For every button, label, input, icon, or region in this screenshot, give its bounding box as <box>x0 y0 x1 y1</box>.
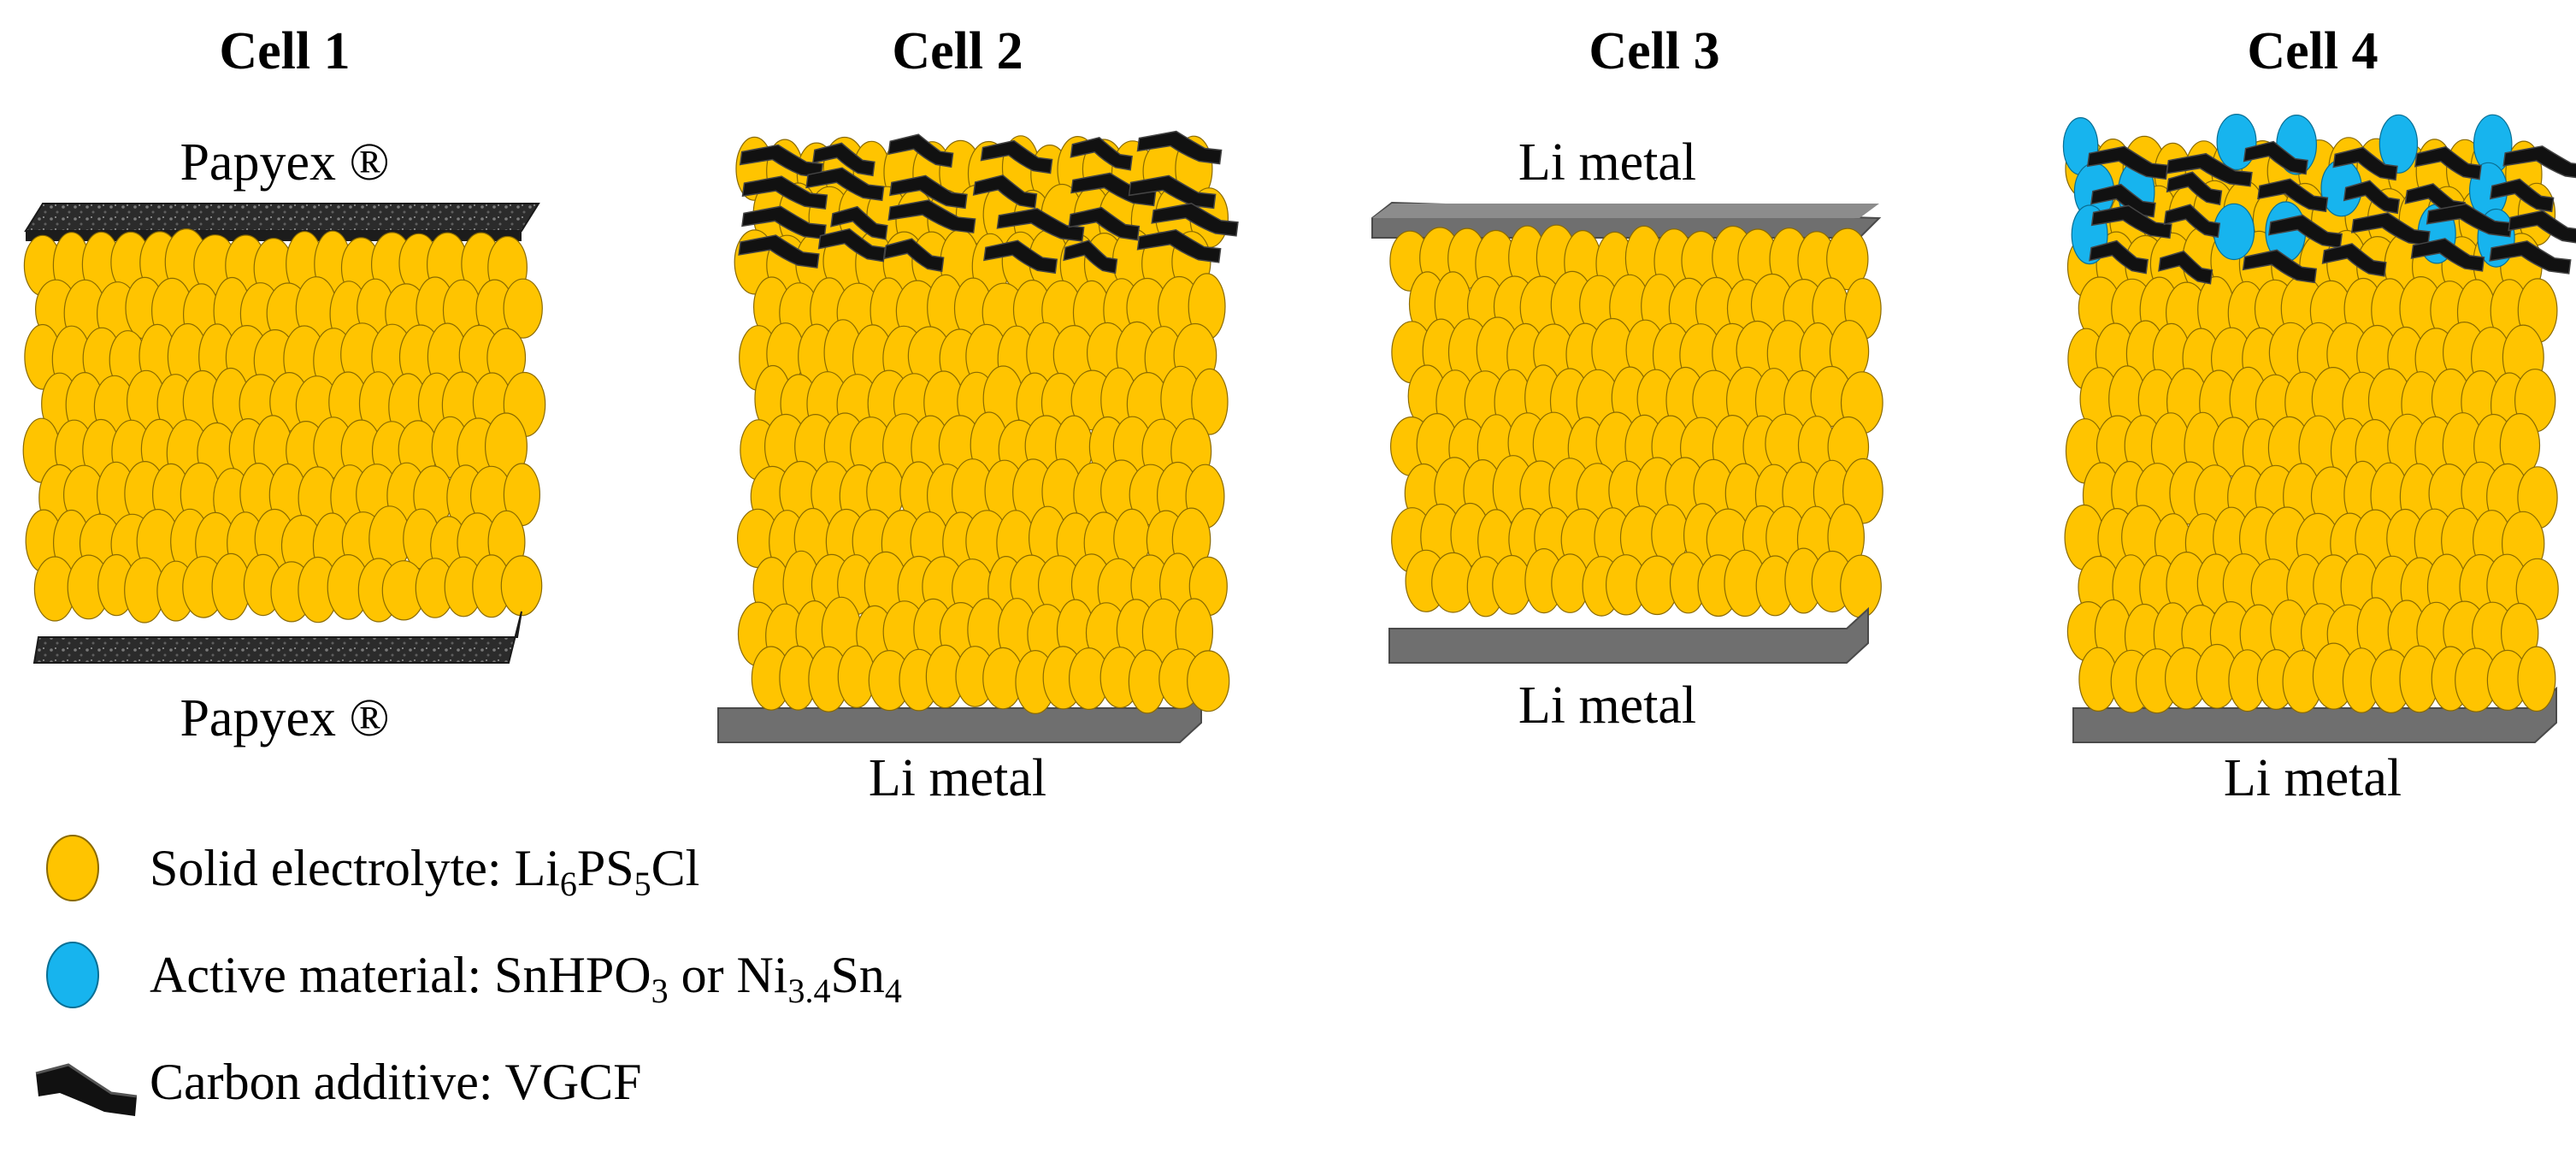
carbon-fiber <box>1070 136 1133 171</box>
legend-active-material-text: Active material: SnHPO3 or Ni3.4Sn4 <box>150 947 902 1010</box>
carbon-fiber <box>2343 180 2401 215</box>
electrolyte-particle-icon <box>46 835 99 901</box>
cell-4-bottom-li-metal-layer <box>2072 686 2557 743</box>
cell-2-title: Cell 2 <box>892 22 1023 80</box>
carbon-fiber <box>2502 145 2576 179</box>
carbon-fiber <box>1151 203 1239 237</box>
carbon-fiber <box>741 175 828 210</box>
carbon-fiber <box>817 227 887 263</box>
carbon-fiber <box>2158 250 2213 285</box>
active-material-particle <box>2379 114 2419 174</box>
cell-2-bottom-label: Li metal <box>869 749 1046 807</box>
electrolyte-particle <box>500 555 543 617</box>
carbon-fiber <box>980 139 1053 174</box>
electrolyte-particle <box>1826 227 1869 291</box>
carbon-fiber <box>883 238 945 273</box>
carbon-fiber <box>2414 145 2482 180</box>
carbon-fiber <box>2089 239 2149 275</box>
cell-4: Cell 4 Li metal <box>2062 22 2576 807</box>
carbon-fiber <box>983 239 1058 275</box>
cell-3: Cell 3 Li metal Li metal <box>1371 22 1883 735</box>
carbon-fiber <box>738 234 820 269</box>
carbon-fiber <box>2426 203 2513 238</box>
cell-3-electrolyte-layer <box>1389 224 1883 618</box>
carbon-fiber <box>2321 243 2387 277</box>
carbon-fiber <box>811 142 875 177</box>
carbon-fiber <box>2090 204 2172 239</box>
carbon-fiber <box>2243 140 2308 175</box>
carbon-fiber <box>1068 206 1141 241</box>
active-material-particle <box>2216 114 2257 171</box>
legend-carbon-text: Carbon additive: VGCF <box>150 1054 642 1110</box>
cell-3-bottom-label: Li metal <box>1518 676 1696 735</box>
cell-2-composite-top-layer <box>738 130 1239 275</box>
carbon-fiber <box>996 208 1085 242</box>
carbon-fiber <box>1063 239 1118 275</box>
carbon-fiber <box>889 174 968 210</box>
carbon-fiber <box>2242 249 2318 284</box>
cell-4-composite-top-layer <box>2062 114 2576 285</box>
cell-4-bottom-label: Li metal <box>2224 749 2402 807</box>
legend-item-electrolyte: Solid electrolyte: Li6PS5Cl <box>34 821 1231 915</box>
cell-2: Cell 2 Li metal <box>717 22 1239 807</box>
carbon-fiber <box>1128 174 1217 210</box>
electrolyte-particle <box>1840 554 1882 618</box>
carbon-fiber <box>1070 172 1157 207</box>
cell-3-title: Cell 3 <box>1589 22 1719 80</box>
legend-electrolyte-text: Solid electrolyte: Li6PS5Cl <box>150 840 700 903</box>
cell-1-title: Cell 1 <box>219 22 350 80</box>
active-material-particle-icon <box>46 942 99 1008</box>
electrolyte-particle <box>2515 558 2559 620</box>
cell-1-bottom-papyex-layer <box>32 611 522 664</box>
electrolyte-particle <box>2517 646 2556 712</box>
carbon-fiber <box>1136 228 1222 263</box>
carbon-fiber <box>2332 146 2398 181</box>
carbon-fiber <box>2508 210 2576 244</box>
legend-item-active-material: Active material: SnHPO3 or Ni3.4Sn4 <box>34 928 1231 1022</box>
carbon-fiber <box>2489 240 2572 275</box>
carbon-fiber <box>2410 238 2485 272</box>
carbon-fiber <box>2166 171 2223 206</box>
carbon-fiber <box>2163 204 2221 239</box>
carbon-fiber <box>2257 178 2329 213</box>
carbon-fiber <box>972 174 1038 209</box>
electrolyte-particle <box>503 278 543 339</box>
carbon-fiber <box>2166 152 2253 187</box>
electrolyte-particle <box>1191 368 1229 435</box>
cell-3-top-label: Li metal <box>1518 133 1696 192</box>
cell-4-title: Cell 4 <box>2247 22 2378 80</box>
cell-1-bottom-label: Papyex ® <box>180 689 389 747</box>
legend: Solid electrolyte: Li6PS5Cl Active mater… <box>34 821 1231 1146</box>
carbon-fiber <box>830 205 888 240</box>
cell-1: Cell 1 Papyex ® Papyex ® <box>22 22 546 747</box>
carbon-fiber <box>887 133 954 168</box>
carbon-fiber <box>2086 145 2169 180</box>
carbon-fiber <box>887 199 976 233</box>
cell-3-bottom-li-metal-layer <box>1388 606 1869 664</box>
cell-1-electrolyte-layer <box>22 228 546 623</box>
legend-item-carbon: Carbon additive: VGCF <box>34 1035 1231 1129</box>
carbon-fiber <box>2090 183 2156 218</box>
carbon-fiber <box>2489 178 2555 213</box>
carbon-fiber <box>805 167 885 202</box>
cell-1-top-label: Papyex ® <box>180 133 389 192</box>
active-material-particle <box>2213 203 2255 261</box>
carbon-fiber-icon <box>35 1063 138 1116</box>
carbon-fiber <box>1136 130 1223 165</box>
electrolyte-particle <box>1187 650 1230 712</box>
